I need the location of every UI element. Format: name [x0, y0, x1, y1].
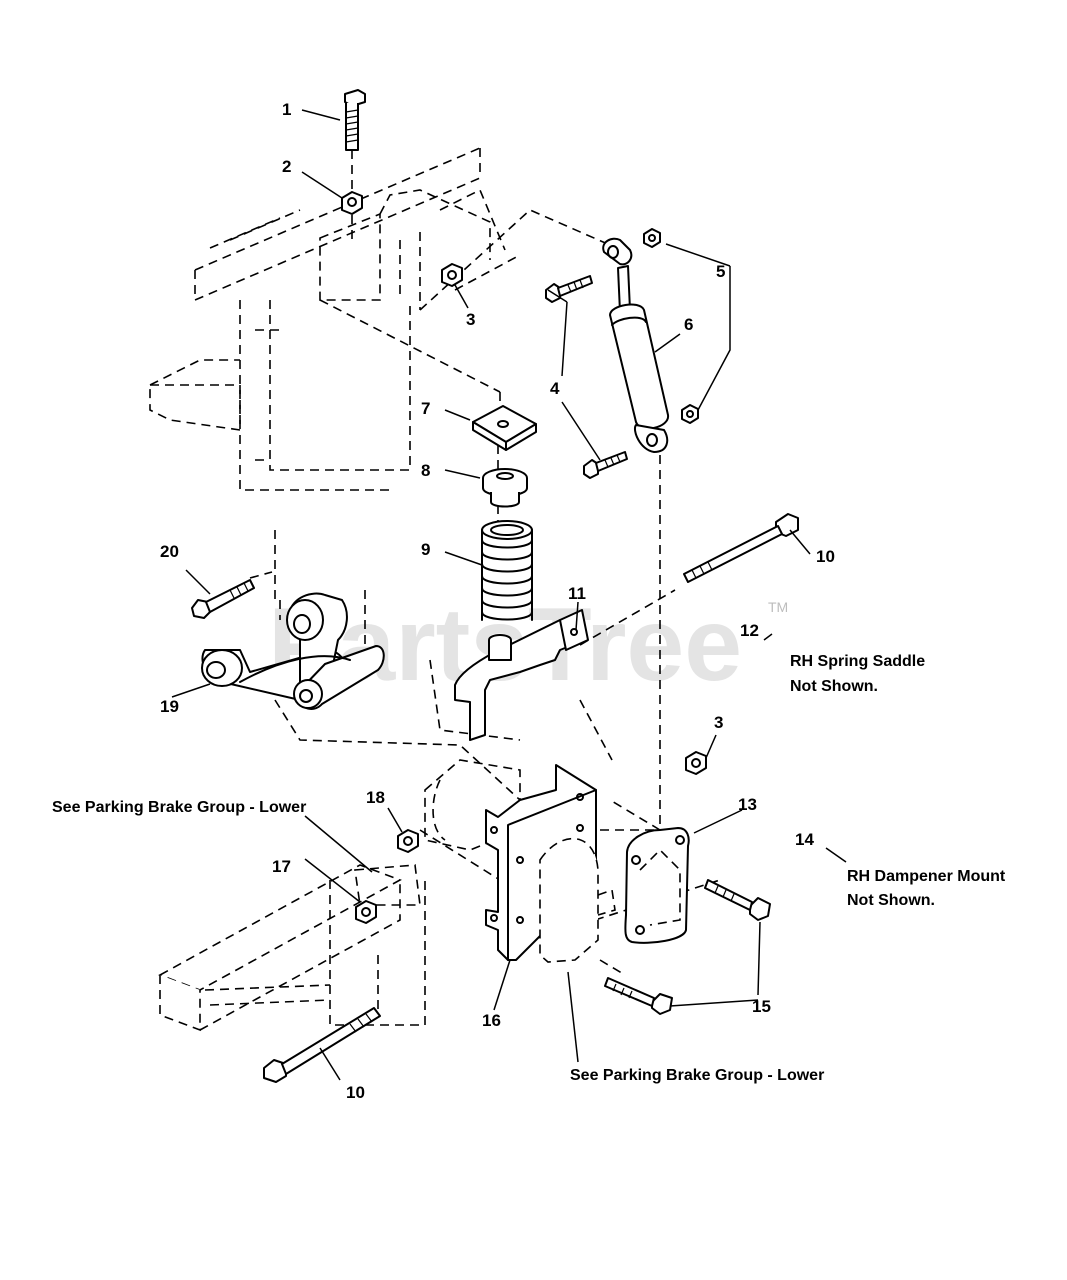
callout-3-lower: 3: [714, 713, 723, 732]
callout-5: 5: [716, 262, 725, 281]
part-4-bolt-upper: [545, 275, 593, 303]
part-8-spring-cap: [482, 468, 528, 508]
callout-14: 14: [795, 830, 814, 849]
part-5-nut-upper: [643, 228, 661, 248]
part-4-bolt-lower: [583, 451, 628, 479]
part-15-bolt-upper: [704, 879, 771, 921]
part-18-nut: [397, 829, 419, 853]
callout-1: 1: [282, 100, 291, 119]
part-10-long-bolt-upper: [683, 513, 799, 583]
leader-lines: [171, 109, 847, 1081]
callout-7: 7: [421, 399, 430, 418]
note-rh-dampener-line1: RH Dampener Mount: [847, 868, 1006, 885]
callout-9: 9: [421, 540, 430, 559]
note-parking-brake-lower: See Parking Brake Group - Lower: [570, 1067, 824, 1084]
part-6-shock-absorber: [602, 237, 669, 453]
note-rh-spring-saddle-line1: RH Spring Saddle: [790, 653, 925, 670]
callout-6: 6: [684, 315, 693, 334]
callout-12: 12: [740, 621, 759, 640]
upper-frame-phantom: [149, 147, 611, 491]
part-1-bolt: [344, 89, 366, 151]
part-19-suspension-arm: [201, 592, 385, 710]
callout-15: 15: [752, 997, 771, 1016]
callout-3-upper: 3: [466, 310, 475, 329]
callout-10-lower: 10: [346, 1083, 365, 1102]
callout-17: 17: [272, 857, 291, 876]
callout-10-upper: 10: [816, 547, 835, 566]
callout-numbers: 1 2 3 4 5 6 7 8 9 10 11 12 3 13 14 15 16…: [160, 100, 835, 1102]
callout-16: 16: [482, 1011, 501, 1030]
part-3-nut-upper: [441, 263, 463, 287]
callout-11: 11: [568, 584, 586, 603]
part-2-nut: [341, 191, 363, 215]
callout-18: 18: [366, 788, 385, 807]
callout-8: 8: [421, 461, 430, 480]
assembly-lines: [249, 150, 721, 1010]
part-7-pad-plate: [472, 405, 537, 451]
part-11-spring-saddle: [454, 609, 589, 741]
note-rh-spring-saddle-line2: Not Shown.: [790, 678, 878, 695]
note-parking-brake-upper: See Parking Brake Group - Lower: [52, 799, 306, 816]
callout-4: 4: [550, 379, 560, 398]
callout-2: 2: [282, 157, 291, 176]
part-15-bolt-lower: [604, 977, 673, 1015]
part-10-long-bolt-lower: [263, 1007, 381, 1083]
part-20-bolt: [191, 579, 255, 619]
part-9-coil-spring: [481, 520, 533, 621]
part-13-dampener-mount: [624, 827, 690, 944]
watermark-trademark: TM: [768, 599, 788, 615]
lower-frame-phantom: [158, 659, 521, 1032]
diagram-notes: RH Spring Saddle Not Shown. RH Dampener …: [52, 653, 1006, 1084]
note-rh-dampener-line2: Not Shown.: [847, 892, 935, 909]
part-5-nut-lower: [681, 404, 699, 424]
part-17-nut: [355, 900, 377, 924]
part-16-bracket: [485, 764, 616, 963]
callout-19: 19: [160, 697, 179, 716]
callout-13: 13: [738, 795, 757, 814]
part-3-nut-lower: [685, 751, 707, 775]
callout-20: 20: [160, 542, 179, 561]
